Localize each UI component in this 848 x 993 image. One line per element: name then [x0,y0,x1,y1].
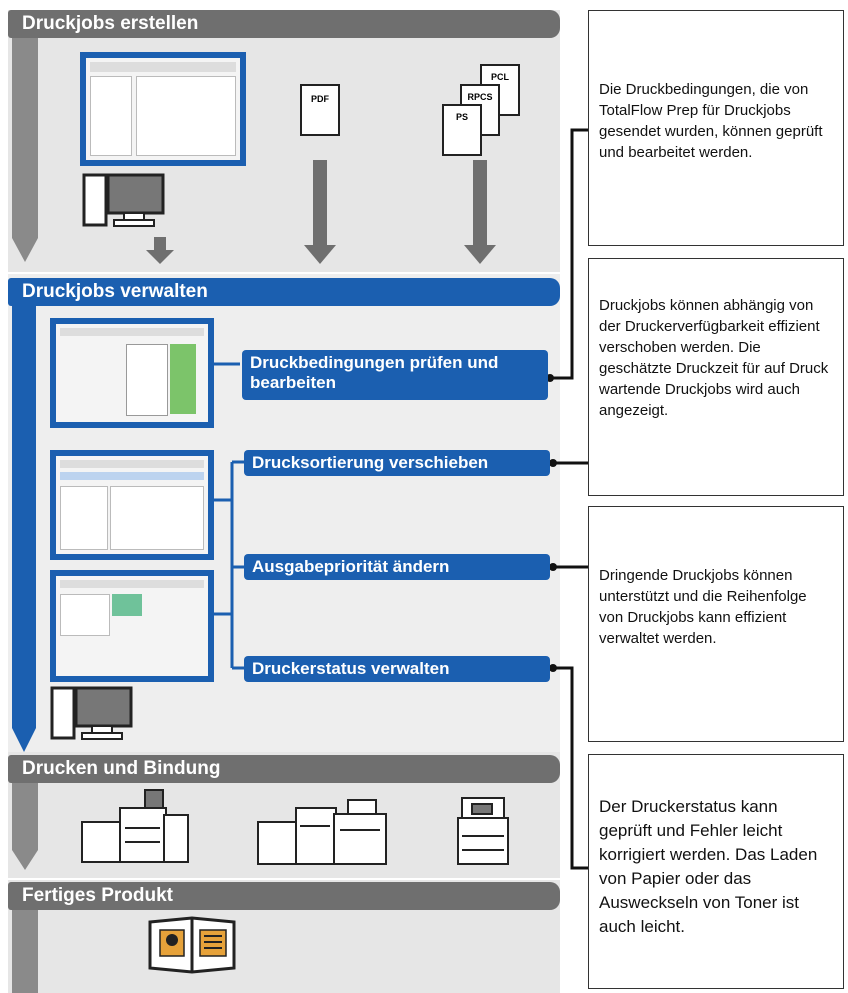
pdf-document-icon: PDF [300,84,340,136]
description-box-1: Die Druckbedingungen, die von TotalFlow … [588,10,844,246]
description-box-3: Dringende Druckjobs können unterstützt u… [588,506,844,742]
section-header-print: Drucken und Bindung [8,755,560,783]
printer-icon [81,789,189,863]
job-edit-screenshot [50,318,214,428]
label-printer-status: Druckerstatus verwalten [244,656,550,682]
label-check-edit: Druckbedingungen prüfen und bearbeiten [242,350,548,400]
print-order-screenshot [50,450,214,560]
description-box-2: Druckjobs können abhängig von der Drucke… [588,258,844,496]
section-header-finished: Fertiges Produkt [8,882,560,910]
ps-document-icon: PS [442,104,482,156]
computer-icon [50,686,133,740]
printer-icon [457,797,509,865]
prep-app-screenshot [80,52,246,166]
label-move-order: Drucksortierung verschieben [244,450,550,476]
label-priority: Ausgabepriorität ändern [244,554,550,580]
computer-icon [82,173,165,227]
printer-icon [257,799,387,865]
section-header-manage: Druckjobs verwalten [8,278,560,306]
description-box-4: Der Druckerstatus kann geprüft und Fehle… [588,754,844,989]
priority-screenshot [50,570,214,682]
book-icon [148,916,236,974]
section-header-create: Druckjobs erstellen [8,10,560,38]
